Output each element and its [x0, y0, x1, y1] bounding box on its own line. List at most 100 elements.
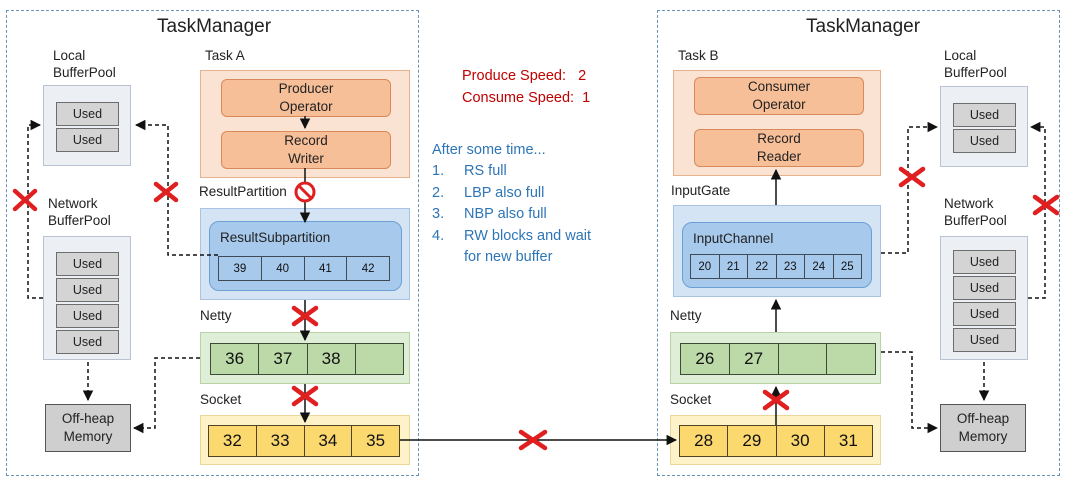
note-number: 1.	[432, 163, 445, 179]
buffer-cell: 30	[777, 426, 825, 456]
right-local-bufferpool-label: Local BufferPool	[944, 48, 1007, 80]
buffer-slot: Used	[56, 330, 119, 354]
buffer-cell: 38	[308, 344, 356, 374]
dashed-network-to-local-bp-right	[1028, 121, 1046, 299]
buffer-slot: Used	[56, 128, 119, 152]
task-b: Consumer Operator Record Reader	[673, 70, 881, 176]
input-channel-label: InputChannel	[693, 231, 774, 246]
left-taskmanager-title: TaskManager	[157, 16, 272, 37]
note-number: 3.	[432, 206, 445, 222]
buffer-cell: 36	[211, 344, 260, 374]
prohibited-icon	[294, 181, 316, 203]
buffer-cell: 21	[720, 255, 748, 278]
note-item: 2. LBP also full	[432, 183, 544, 205]
result-subpartition-buffers: 39 40 41 42	[218, 256, 390, 281]
dashed-inputchannel-to-local-bp	[881, 121, 939, 254]
buffer-slot: Used	[953, 129, 1016, 153]
left-task-label: Task A	[205, 48, 245, 63]
right-network-bufferpool: Used Used Used Used	[940, 236, 1028, 360]
dashed-netty-to-offheap	[132, 357, 200, 434]
note-number: 2.	[432, 185, 445, 201]
input-gate-label: InputGate	[671, 183, 731, 198]
producer-operator: Producer Operator	[221, 79, 391, 117]
blocked-x-icon	[1032, 194, 1060, 216]
buffer-slot: Used	[953, 328, 1016, 352]
left-socket-buffers: 32 33 34 35	[208, 425, 400, 457]
buffer-cell: 23	[777, 255, 805, 278]
record-reader: Record Reader	[694, 129, 864, 167]
note-text: NBP also full	[464, 206, 547, 222]
left-taskmanager	[6, 10, 419, 476]
buffer-cell: 39	[219, 257, 262, 280]
dashed-netty-to-offheap-right	[881, 351, 939, 434]
buffer-slot: Used	[953, 276, 1016, 300]
right-netty-buffers: 26 27	[680, 343, 876, 375]
buffer-slot: Used	[56, 252, 119, 276]
right-taskmanager	[657, 10, 1060, 476]
buffer-slot: Used	[953, 103, 1016, 127]
blocked-x-icon	[291, 385, 319, 407]
consumer-operator: Consumer Operator	[694, 77, 864, 115]
buffer-cell: 33	[257, 426, 305, 456]
buffer-slot: Used	[56, 102, 119, 126]
right-network-bufferpool-label: Network BufferPool	[944, 196, 1007, 228]
note-text: RS full	[464, 163, 507, 179]
left-netty-buffers: 36 37 38	[210, 343, 404, 375]
result-subpartition-label: ResultSubpartition	[220, 230, 331, 245]
blocked-x-icon	[153, 181, 179, 203]
blocked-x-icon	[291, 305, 319, 327]
note-text: RW blocks and wait	[464, 228, 592, 244]
buffer-cell: 35	[366, 431, 386, 450]
left-local-bufferpool: Used Used	[43, 85, 131, 166]
result-partition-label: ResultPartition	[199, 184, 287, 199]
left-offheap-memory: Off-heap Memory	[45, 404, 131, 452]
dashed-network-to-local-bp	[27, 119, 43, 299]
note-item: 3. NBP also full	[432, 204, 547, 226]
buffer-cell: 28	[680, 426, 729, 456]
buffer-cell: 24	[805, 255, 834, 278]
note-number: 4.	[432, 228, 445, 244]
left-netty-label: Netty	[200, 308, 232, 323]
right-offheap-memory: Off-heap Memory	[940, 404, 1026, 452]
note-item: 1. RS full	[432, 161, 507, 183]
left-network-bufferpool: Used Used Used Used	[43, 236, 131, 360]
task-a: Producer Operator Record Writer	[200, 70, 410, 178]
buffer-slot: Used	[56, 278, 119, 302]
buffer-slot: Used	[56, 304, 119, 328]
buffer-cell: 41	[305, 257, 348, 280]
record-writer: Record Writer	[221, 131, 391, 169]
notes-intro: After some time...	[432, 142, 546, 158]
buffer-cell	[779, 344, 828, 374]
blocked-x-icon	[898, 166, 926, 188]
buffer-cell: 37	[259, 344, 308, 374]
right-task-label: Task B	[678, 48, 719, 63]
buffer-cell: 34	[305, 426, 353, 456]
buffer-cell: 22	[748, 255, 777, 278]
buffer-cell: 40	[262, 257, 305, 280]
blocked-x-icon	[12, 188, 38, 212]
right-local-bufferpool: Used Used	[940, 86, 1028, 167]
left-socket-label: Socket	[200, 392, 242, 407]
note-text: LBP also full	[464, 185, 545, 201]
dashed-subpartition-to-local-bp	[134, 119, 218, 256]
buffer-cell: 25	[840, 261, 854, 273]
buffer-cell: 26	[681, 344, 730, 374]
blocked-x-icon	[762, 389, 790, 411]
buffer-cell: 42	[361, 263, 375, 275]
note-item: 4. RW blocks and wait	[432, 226, 591, 248]
note-continuation: for new buffer	[464, 249, 553, 265]
buffer-slot: Used	[953, 250, 1016, 274]
buffer-cell: 27	[730, 344, 779, 374]
buffer-cell: 31	[838, 431, 858, 450]
input-channel-buffers: 20 21 22 23 24 25	[690, 254, 862, 279]
blocked-x-icon	[518, 429, 548, 451]
consume-speed: Consume Speed: 1	[462, 90, 591, 106]
right-socket-label: Socket	[670, 392, 712, 407]
left-network-bufferpool-label: Network BufferPool	[48, 196, 111, 228]
right-netty-label: Netty	[670, 308, 702, 323]
left-local-bufferpool-label: Local BufferPool	[53, 48, 116, 80]
right-taskmanager-title: TaskManager	[806, 16, 921, 37]
buffer-cell: 32	[209, 426, 257, 456]
